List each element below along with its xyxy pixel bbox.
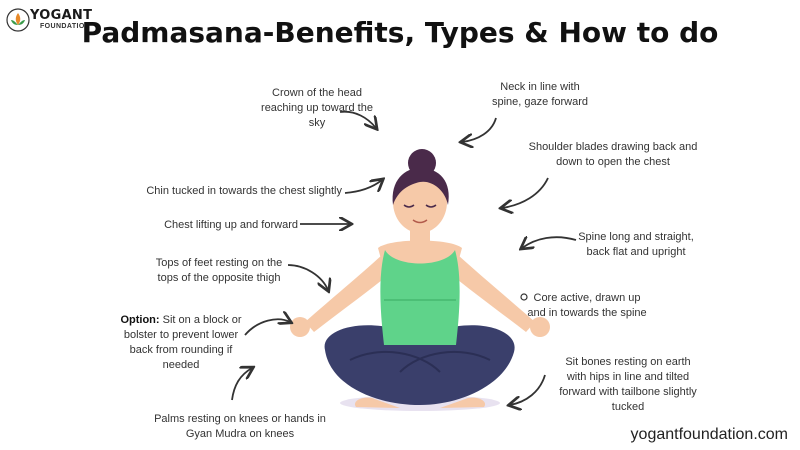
arrow-icon xyxy=(522,237,577,248)
arrow-icon xyxy=(510,374,546,405)
page-title: Padmasana-Benefits, Types & How to do xyxy=(81,16,719,49)
label-chest: Chest lifting up and forward xyxy=(164,219,298,231)
brand-logo: YOGANT FOUNDATION xyxy=(6,6,96,36)
arrow-icon xyxy=(244,319,290,336)
lotus-logo-icon xyxy=(6,8,30,32)
left-foot xyxy=(354,397,400,408)
right-hand xyxy=(530,317,550,337)
arrow-icon xyxy=(339,110,376,128)
label-crown: Crown of the head reaching up toward the… xyxy=(261,87,373,129)
hair-bun xyxy=(408,149,436,177)
label-neck: Neck in line with spine, gaze forward xyxy=(492,81,588,108)
label-option: Option: Sit on a block or bolster to pre… xyxy=(118,313,244,373)
arrow-icon xyxy=(502,177,549,208)
right-arm xyxy=(448,255,535,332)
brand-sub: FOUNDATION xyxy=(40,23,91,30)
label-shoulder: Shoulder blades drawing back and down to… xyxy=(528,141,698,168)
arrow-icon xyxy=(287,264,328,290)
label-palms: Palms resting on knees or hands in Gyan … xyxy=(154,413,326,440)
website-url: yogantfoundation.com xyxy=(630,426,788,443)
left-hand xyxy=(290,317,310,337)
left-arm xyxy=(305,255,392,332)
crossed-legs xyxy=(324,325,515,405)
arrow-icon xyxy=(462,117,497,142)
label-feet: Tops of feet resting on the tops of the … xyxy=(155,257,283,284)
brand-name: YOGANT xyxy=(30,8,93,23)
arrow-icon xyxy=(231,368,252,401)
tank-top xyxy=(380,250,460,345)
right-foot xyxy=(440,397,486,408)
label-core: Core active, drawn up and in towards the… xyxy=(527,292,647,319)
hair xyxy=(392,168,449,205)
label-option-bold: Option: xyxy=(120,314,160,326)
label-chin: Chin tucked in towards the chest slightl… xyxy=(146,185,342,197)
label-option-text: Sit on a block or bolster to prevent low… xyxy=(123,314,242,371)
label-spine: Spine long and straight, back flat and u… xyxy=(578,231,694,258)
label-sit: Sit bones resting on earth with hips in … xyxy=(559,356,697,413)
arrow-icon xyxy=(344,180,382,194)
core-marker xyxy=(520,293,528,301)
